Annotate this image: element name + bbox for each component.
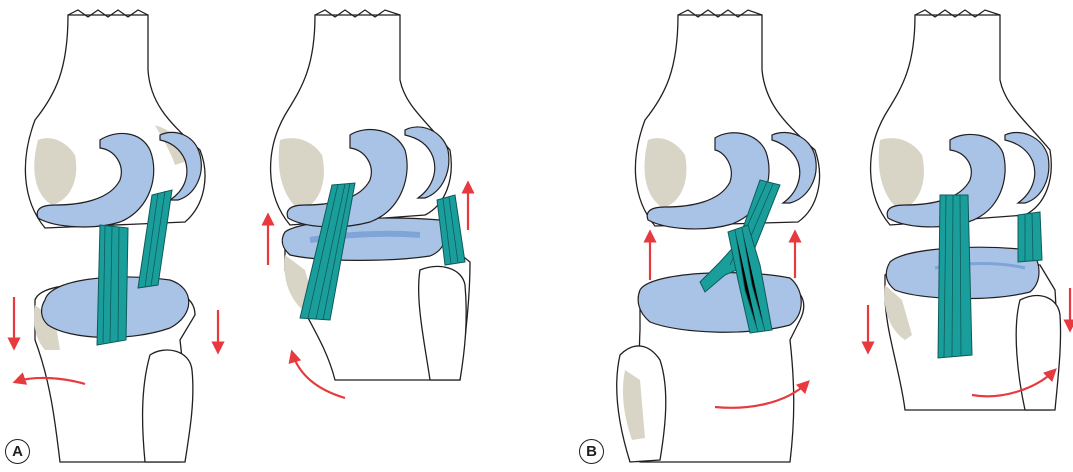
ligament-b2b [1018,212,1042,262]
knee-a1 [14,10,218,462]
fibula-a1 [143,350,193,462]
panel-label-a: A [5,439,30,464]
tibial-cartilage-b1 [638,273,801,333]
knee-a2 [268,10,470,398]
knee-b2 [868,10,1070,410]
panel-label-b: B [579,439,604,464]
knee-b1 [617,10,820,462]
fibula-b2 [1016,296,1060,410]
ligament-a1a [97,225,128,345]
ligament-b2a [938,195,972,358]
